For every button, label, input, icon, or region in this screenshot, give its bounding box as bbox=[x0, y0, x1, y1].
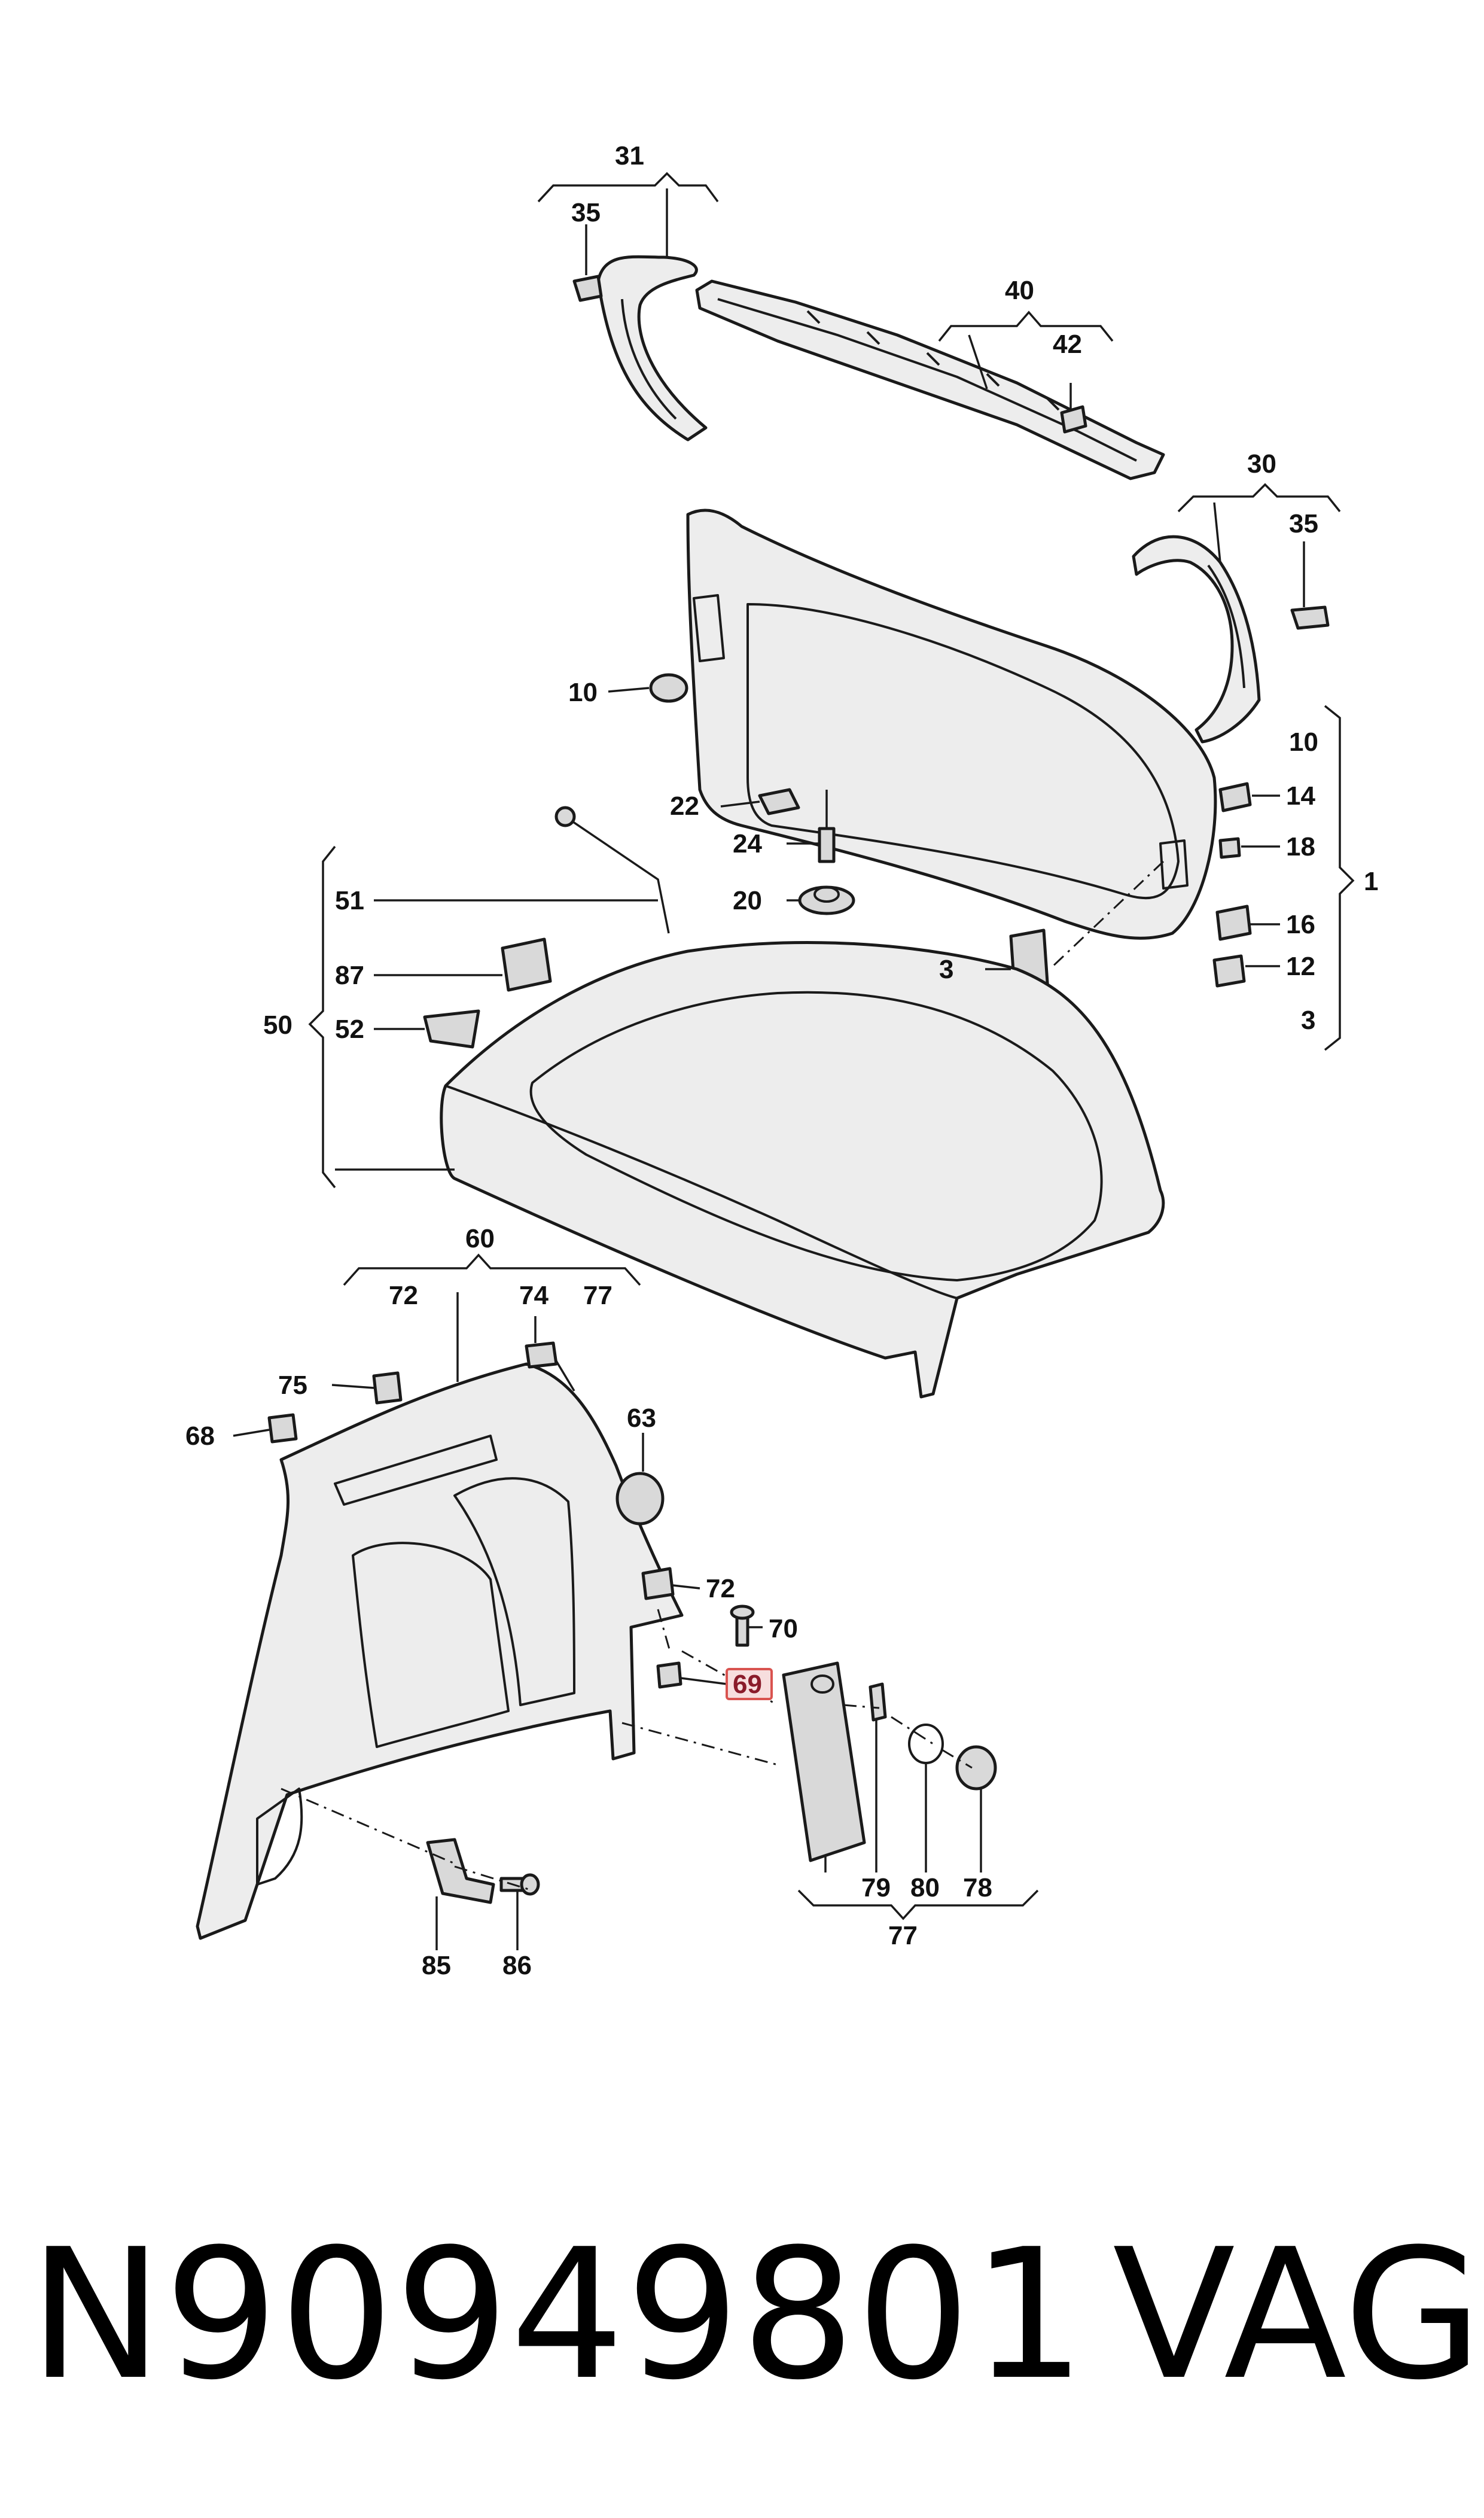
clip-35-left bbox=[572, 275, 603, 302]
callout-78: 78 bbox=[963, 1873, 992, 1902]
clip-18 bbox=[1218, 837, 1241, 859]
clip-75 bbox=[372, 1371, 403, 1405]
callout-3-list: 3 bbox=[1301, 1006, 1315, 1035]
bolt-86 bbox=[499, 1873, 540, 1896]
callout-74: 74 bbox=[519, 1281, 548, 1310]
callout-75: 75 bbox=[278, 1371, 307, 1400]
callout-50: 50 bbox=[263, 1010, 292, 1040]
callout-70: 70 bbox=[769, 1614, 798, 1643]
damper-87 bbox=[501, 937, 552, 992]
cover-panel-77 bbox=[782, 1661, 866, 1862]
bracket-60 bbox=[343, 1253, 641, 1286]
clip-16 bbox=[1215, 905, 1252, 941]
footer: N90949801 VAG bbox=[0, 2202, 1484, 2465]
callout-10-grommet: 10 bbox=[568, 678, 598, 707]
callout-42: 42 bbox=[1053, 330, 1082, 359]
bracket-50 bbox=[308, 845, 336, 1189]
callout-31: 31 bbox=[615, 141, 644, 170]
clip-74 bbox=[525, 1341, 558, 1369]
callout-63: 63 bbox=[627, 1403, 656, 1433]
callout-12: 12 bbox=[1286, 952, 1315, 981]
callout-35-right: 35 bbox=[1289, 509, 1318, 538]
callout-40: 40 bbox=[1005, 276, 1034, 305]
clip-14 bbox=[1218, 782, 1252, 812]
callout-10-list: 10 bbox=[1289, 727, 1318, 757]
nut-69 bbox=[656, 1661, 682, 1689]
callout-30: 30 bbox=[1247, 449, 1276, 479]
clip-35-right bbox=[1290, 605, 1330, 630]
screw-24 bbox=[818, 790, 836, 863]
washer-20 bbox=[798, 885, 855, 915]
exploded-parts-diagram: 31 35 40 42 30 35 10 10 14 18 1 16 12 3 … bbox=[185, 141, 1378, 1980]
parcel-shelf bbox=[440, 941, 1165, 1399]
callout-14: 14 bbox=[1286, 781, 1315, 811]
callout-77-bottom: 77 bbox=[888, 1921, 918, 1950]
plug-63 bbox=[615, 1472, 665, 1526]
callout-72-top: 72 bbox=[389, 1281, 418, 1310]
brand-name: VAG bbox=[1113, 2211, 1483, 2419]
clip-22 bbox=[758, 788, 800, 815]
bracket-1 bbox=[1324, 705, 1355, 1051]
cap-78 bbox=[955, 1745, 997, 1791]
grommet-10 bbox=[649, 673, 688, 703]
callout-20: 20 bbox=[733, 886, 762, 915]
ring-80 bbox=[908, 1724, 944, 1764]
clip-12 bbox=[1212, 954, 1246, 988]
latch-79 bbox=[869, 1682, 887, 1722]
callout-85: 85 bbox=[422, 1951, 451, 1980]
clip-68 bbox=[267, 1413, 298, 1444]
callout-3-pad: 3 bbox=[939, 955, 953, 984]
callout-16: 16 bbox=[1286, 910, 1315, 939]
callout-18: 18 bbox=[1286, 832, 1315, 861]
trim-strip-40 bbox=[695, 279, 1165, 480]
callout-79: 79 bbox=[861, 1873, 891, 1902]
bracket-40 bbox=[938, 310, 1114, 342]
callout-69: 69 bbox=[733, 1670, 762, 1699]
callout-52: 52 bbox=[335, 1015, 364, 1044]
clip-42 bbox=[1060, 405, 1087, 434]
callout-72-side: 72 bbox=[706, 1574, 735, 1603]
bracket-30 bbox=[1177, 483, 1341, 513]
bolt-70 bbox=[730, 1604, 755, 1647]
bracket-52 bbox=[423, 1009, 480, 1049]
callout-51: 51 bbox=[335, 886, 364, 915]
clip-72b bbox=[641, 1567, 675, 1600]
side-trim-panel bbox=[196, 1362, 684, 1940]
bracket-77 bbox=[797, 1889, 1039, 1920]
rod-51 bbox=[554, 806, 670, 934]
part-number: N90949801 bbox=[29, 2211, 1087, 2419]
callout-35-left: 35 bbox=[571, 198, 601, 227]
callout-86: 86 bbox=[502, 1951, 532, 1980]
bracket-31 bbox=[537, 172, 719, 203]
callout-22: 22 bbox=[670, 791, 699, 821]
callout-68: 68 bbox=[185, 1421, 215, 1451]
pillar-trim-left bbox=[596, 255, 708, 442]
callout-77-top: 77 bbox=[583, 1281, 613, 1310]
callout-80: 80 bbox=[910, 1873, 940, 1902]
hook-85 bbox=[426, 1838, 495, 1904]
callout-24: 24 bbox=[733, 829, 762, 858]
callout-1: 1 bbox=[1364, 867, 1378, 896]
callout-60: 60 bbox=[465, 1224, 495, 1253]
highlight-box-69 bbox=[726, 1668, 773, 1700]
callout-87: 87 bbox=[335, 961, 364, 990]
